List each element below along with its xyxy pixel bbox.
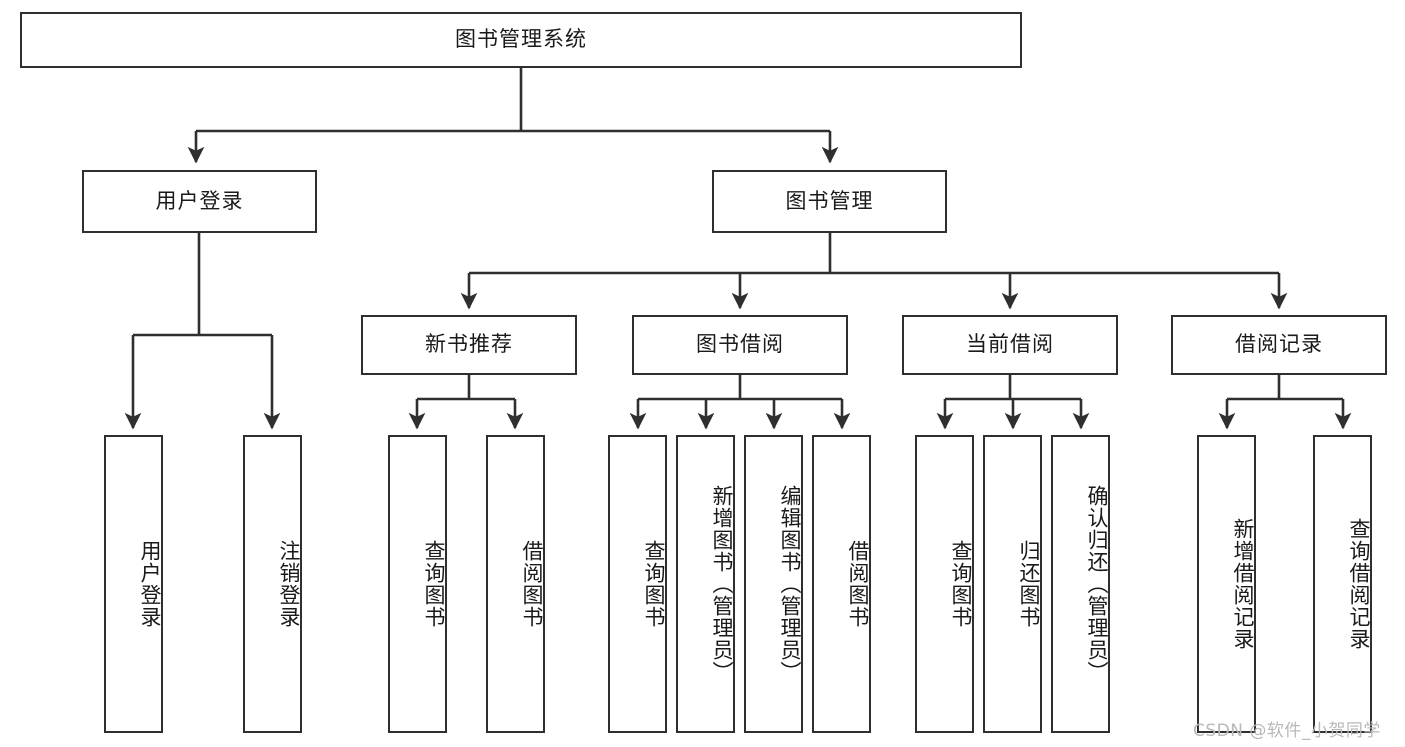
node-borrow-record-label: 借阅记录	[1235, 332, 1323, 357]
node-leaf-add-record[interactable]: 新增借阅记录	[1197, 435, 1256, 733]
csdn-watermark: CSDN @软件_小贺同学	[1193, 721, 1381, 741]
node-leaf-return-book[interactable]: 归还图书	[983, 435, 1042, 733]
node-leaf-logout-login-label: 注销登录	[277, 540, 301, 628]
node-leaf-borrow-book-2[interactable]: 借阅图书	[812, 435, 871, 733]
node-leaf-confirm-return[interactable]: 确认归还（管理员）	[1051, 435, 1110, 733]
node-leaf-borrow-book-1[interactable]: 借阅图书	[486, 435, 545, 733]
node-borrow-record[interactable]: 借阅记录	[1171, 315, 1387, 375]
node-leaf-query-book-3[interactable]: 查询图书	[915, 435, 974, 733]
node-leaf-logout-login[interactable]: 注销登录	[243, 435, 302, 733]
node-leaf-add-record-label: 新增借阅记录	[1231, 518, 1255, 650]
node-current-borrow[interactable]: 当前借阅	[902, 315, 1118, 375]
node-book-manage[interactable]: 图书管理	[712, 170, 947, 233]
node-current-borrow-label: 当前借阅	[966, 332, 1054, 357]
node-leaf-query-record-label: 查询借阅记录	[1347, 518, 1371, 650]
node-root[interactable]: 图书管理系统	[20, 12, 1022, 68]
node-book-borrow-label: 图书借阅	[696, 332, 784, 357]
node-leaf-query-book-3-label: 查询图书	[949, 540, 973, 628]
node-leaf-query-book-1-label: 查询图书	[422, 540, 446, 628]
node-leaf-return-book-label: 归还图书	[1017, 540, 1041, 628]
node-leaf-borrow-book-2-label: 借阅图书	[846, 540, 870, 628]
node-new-book-recommend[interactable]: 新书推荐	[361, 315, 577, 375]
node-leaf-user-login-label: 用户登录	[138, 540, 162, 628]
node-leaf-borrow-book-1-label: 借阅图书	[520, 540, 544, 628]
node-user-login-label: 用户登录	[155, 188, 244, 213]
node-leaf-query-book-2[interactable]: 查询图书	[608, 435, 667, 733]
node-leaf-add-book[interactable]: 新增图书（管理员）	[676, 435, 735, 733]
node-leaf-query-record[interactable]: 查询借阅记录	[1313, 435, 1372, 733]
node-leaf-edit-book-label: 编辑图书（管理员）	[778, 485, 802, 683]
node-book-borrow[interactable]: 图书借阅	[632, 315, 848, 375]
node-root-label: 图书管理系统	[455, 27, 587, 52]
node-leaf-add-book-label: 新增图书（管理员）	[710, 485, 734, 683]
node-user-login[interactable]: 用户登录	[82, 170, 317, 233]
node-leaf-edit-book[interactable]: 编辑图书（管理员）	[744, 435, 803, 733]
node-leaf-confirm-return-label: 确认归还（管理员）	[1085, 485, 1109, 683]
node-book-manage-label: 图书管理	[785, 188, 874, 213]
node-new-book-recommend-label: 新书推荐	[425, 332, 513, 357]
node-leaf-query-book-1[interactable]: 查询图书	[388, 435, 447, 733]
node-leaf-user-login[interactable]: 用户登录	[104, 435, 163, 733]
node-leaf-query-book-2-label: 查询图书	[642, 540, 666, 628]
